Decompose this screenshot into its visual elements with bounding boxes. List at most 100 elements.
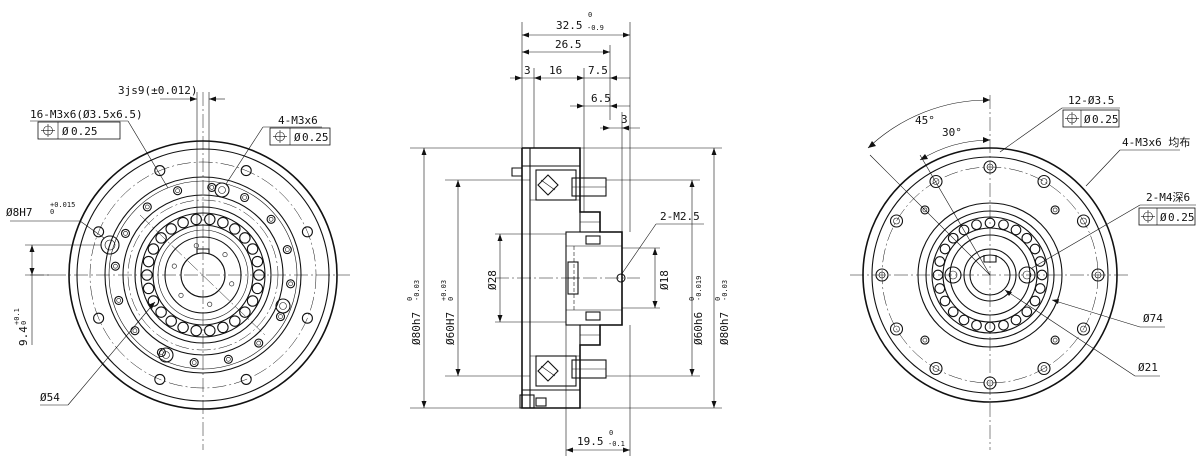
bearing-ball bbox=[947, 306, 959, 318]
svg-text:+0.1: +0.1 bbox=[13, 308, 21, 325]
bearing-balls bbox=[141, 213, 265, 337]
holes-e-callout: 2-M4深6 bbox=[1146, 191, 1190, 204]
bearing-ball bbox=[147, 295, 160, 307]
threaded-hole bbox=[120, 228, 131, 238]
dia-60-left: Ø60H7 bbox=[444, 312, 457, 345]
bearing-ball bbox=[971, 319, 982, 331]
bearing-ball bbox=[165, 315, 177, 327]
angle-45: 45° bbox=[915, 114, 935, 127]
threaded-hole bbox=[275, 312, 286, 322]
right-rear-view: 45° 30° 12-Ø3.5 Ø 0.25 4-M3x6 均布 2-M4深6 … bbox=[850, 94, 1196, 450]
bearing-ball bbox=[251, 255, 264, 268]
angle-30: 30° bbox=[942, 126, 962, 139]
inner-hole bbox=[207, 301, 213, 307]
bearing-ball bbox=[217, 321, 229, 334]
bearing-ball bbox=[998, 319, 1009, 331]
threaded-hole bbox=[266, 214, 276, 224]
length-16: 16 bbox=[549, 64, 562, 77]
bearing-ball bbox=[246, 295, 259, 307]
rear-hole bbox=[929, 361, 943, 376]
bearing-ball bbox=[958, 224, 970, 236]
svg-text:-0.03: -0.03 bbox=[721, 280, 729, 301]
rear-hole bbox=[1076, 322, 1091, 336]
svg-text:0: 0 bbox=[447, 297, 455, 301]
rear-outer-flange bbox=[862, 147, 1118, 403]
bearing-ball bbox=[229, 315, 241, 327]
rear-m3-hole bbox=[920, 335, 930, 345]
bearing-ball bbox=[177, 216, 189, 229]
length-19-5: 19.5 bbox=[577, 435, 604, 448]
mounting-hole bbox=[154, 373, 166, 385]
threaded-hole bbox=[286, 279, 296, 289]
bearing-ball bbox=[1010, 224, 1022, 236]
holes-e-tolerance: 0.25 bbox=[1168, 211, 1195, 224]
keyway-tolerance: 3js9(±0.012) bbox=[118, 84, 197, 97]
svg-text:-0.9: -0.9 bbox=[587, 24, 604, 32]
bearing-ball bbox=[204, 324, 216, 337]
inner-hole bbox=[178, 292, 184, 298]
holes-d-callout: 4-M3x6 均布 bbox=[1122, 136, 1190, 149]
section-view: 32.5 0 -0.9 26.5 3 16 7.5 6.5 3 2-M2.5 bbox=[406, 11, 731, 456]
dia-80-left: Ø80h7 bbox=[410, 312, 423, 345]
threaded-hole bbox=[110, 261, 120, 271]
bearing-ball bbox=[155, 306, 167, 318]
threaded-hole bbox=[114, 295, 124, 305]
bore-diameter: Ø54 bbox=[40, 391, 60, 404]
rear-m3-hole bbox=[1050, 205, 1060, 215]
dia-28: Ø28 bbox=[486, 270, 499, 290]
dia-60h6: Ø60h6 bbox=[692, 312, 705, 345]
rear-hole bbox=[889, 322, 904, 336]
length-total: 32.5 bbox=[556, 19, 583, 32]
holes-b-callout: 4-M3x6 bbox=[278, 114, 318, 127]
bearing-ball bbox=[1029, 243, 1041, 255]
bearing-ball bbox=[251, 282, 264, 295]
bearing-ball bbox=[190, 213, 202, 226]
mounting-hole bbox=[240, 373, 252, 385]
tap-holes-callout: 2-M2.5 bbox=[660, 210, 700, 223]
bearing-ball bbox=[229, 223, 241, 235]
outer-mounting-holes bbox=[93, 165, 313, 385]
inner-hole bbox=[222, 252, 228, 258]
mounting-hole bbox=[93, 312, 105, 324]
svg-text:0: 0 bbox=[588, 11, 592, 19]
rear-hole bbox=[889, 214, 904, 228]
inner-holes bbox=[171, 243, 235, 307]
bearing-ball bbox=[217, 216, 229, 229]
length-6-5: 6.5 bbox=[591, 92, 611, 105]
svg-text:Ø: Ø bbox=[1084, 113, 1091, 126]
bearing-ball bbox=[142, 255, 155, 268]
rear-hole bbox=[1091, 268, 1105, 282]
rear-hole bbox=[1037, 174, 1051, 189]
threaded-hole bbox=[254, 338, 264, 348]
dia-21: Ø21 bbox=[1138, 361, 1158, 374]
holes-c-tolerance: 0.25 bbox=[1092, 113, 1119, 126]
mounting-hole bbox=[301, 226, 313, 238]
svg-text:+0.015: +0.015 bbox=[50, 201, 75, 209]
bearing-ball bbox=[998, 219, 1009, 231]
rear-holes-m3 bbox=[920, 205, 1060, 345]
rear-m3-hole bbox=[1050, 335, 1060, 345]
threaded-hole bbox=[282, 245, 292, 255]
mounting-hole bbox=[154, 165, 166, 177]
svg-text:Ø: Ø bbox=[294, 131, 301, 144]
svg-text:0: 0 bbox=[20, 321, 28, 325]
pin-hole-label: Ø8H7 bbox=[6, 206, 33, 219]
bearing-ball bbox=[1021, 306, 1033, 318]
length-3b: 3 bbox=[621, 113, 628, 126]
svg-text:0: 0 bbox=[406, 297, 414, 301]
threaded-hole bbox=[156, 347, 166, 358]
mounting-hole bbox=[93, 226, 105, 238]
rear-hole bbox=[1037, 361, 1051, 376]
svg-text:-0.1: -0.1 bbox=[608, 440, 625, 448]
bearing-ball bbox=[1021, 232, 1033, 244]
svg-text:Ø: Ø bbox=[62, 125, 69, 138]
bearing-ball bbox=[934, 256, 946, 267]
dia-74: Ø74 bbox=[1143, 312, 1163, 325]
mounting-hole bbox=[301, 312, 313, 324]
bearing-ball bbox=[1010, 314, 1022, 326]
bearing-ball bbox=[934, 283, 946, 294]
dia-80-right: Ø80h7 bbox=[718, 312, 731, 345]
dia-18: Ø18 bbox=[658, 270, 671, 290]
offset-dimension: 9.4 bbox=[17, 326, 30, 346]
svg-text:0: 0 bbox=[609, 429, 613, 437]
